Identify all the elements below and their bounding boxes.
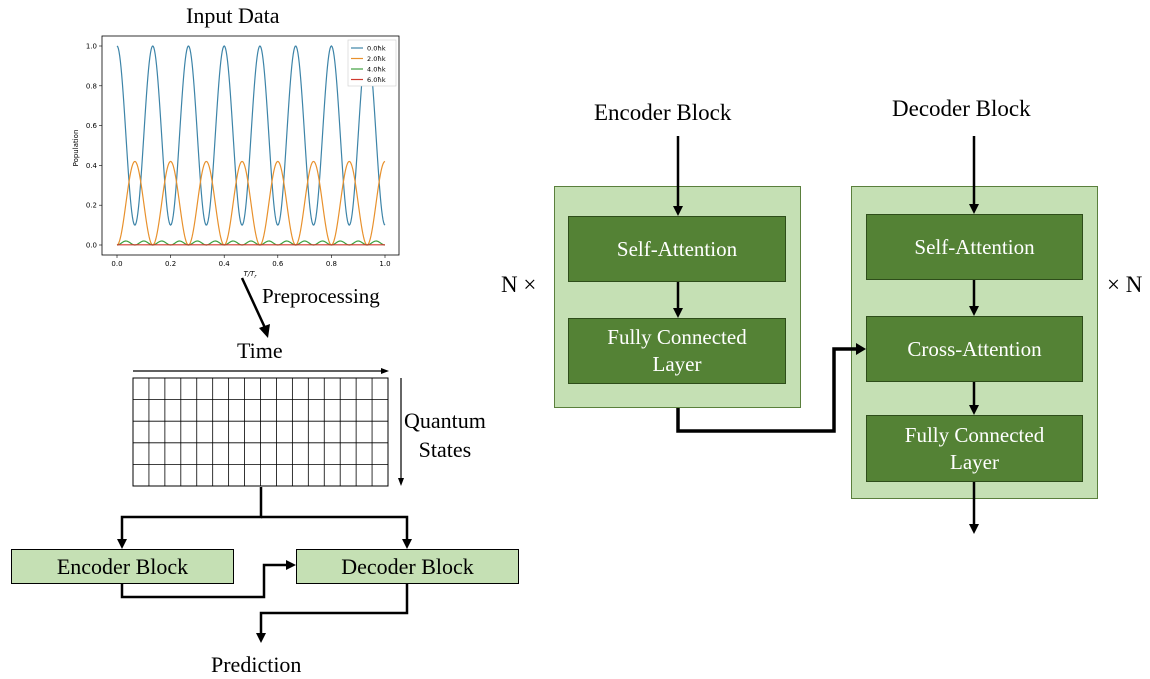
x-tick-label: 0.2: [165, 260, 176, 268]
y-tick-label: 1.0: [86, 43, 97, 51]
preprocessing-label: Preprocessing: [262, 284, 380, 308]
x-tick-label: 0.4: [219, 260, 231, 268]
x-tick-label: 1.0: [379, 260, 390, 268]
series-line-2: [116, 240, 386, 246]
input-data-chart: 0.0 0.2 0.4 0.6 0.8 1.0 0.0 0.2 0.4 0.6 0.8 1.0 Pop…: [72, 35, 400, 280]
left-encoder-block: Encoder Block: [11, 549, 234, 584]
decoder-fully-connected: Fully Connected Layer: [866, 415, 1083, 482]
decoder-fc-label: Fully Connected Layer: [904, 422, 1045, 474]
x-tick-label: 0.0: [111, 260, 122, 268]
x-axis-label: T/Tr: [244, 270, 258, 280]
encoder-self-attention: Self-Attention: [568, 216, 786, 282]
chart-ticks: 0.0 0.2 0.4 0.6 0.8 1.0 0.0 0.2 0.4 0.6 0.8 1.0: [86, 43, 391, 269]
decoder-title: Decoder Block: [892, 96, 1031, 121]
data-grid-area: [132, 368, 404, 487]
y-tick-label: 0.8: [86, 82, 97, 90]
y-tick-label: 0.4: [86, 162, 98, 170]
right-flow-connectors: [673, 136, 979, 534]
decoder-self-attention: Self-Attention: [866, 214, 1083, 280]
y-tick-label: 0.6: [86, 122, 98, 130]
time-label: Time: [237, 338, 283, 363]
y-tick-label: 0.0: [86, 242, 97, 250]
decoder-cross-attention: Cross-Attention: [866, 316, 1083, 382]
encoder-fc-label: Fully Connected Layer: [607, 325, 747, 376]
encoder-repeat-label: N ×: [501, 272, 537, 297]
input-data-title: Input Data: [186, 3, 280, 28]
legend-label: 6.0ħk: [367, 76, 386, 84]
x-tick-label: 0.8: [326, 260, 337, 268]
quantum-states-label: Quantum States: [404, 406, 486, 464]
data-grid: [132, 377, 389, 487]
chart-lines: [116, 45, 386, 246]
x-tick-label: 0.6: [272, 260, 284, 268]
legend-label: 2.0ħk: [367, 55, 386, 63]
legend-label: 0.0ħk: [367, 44, 386, 52]
legend-label: 4.0ħk: [367, 65, 386, 73]
series-line-0: [116, 45, 386, 226]
states-label: States: [418, 437, 472, 462]
quantum-label: Quantum: [404, 408, 486, 433]
preprocessing-arrow: [240, 277, 270, 338]
left-flow-connectors: [117, 487, 412, 643]
chart-legend: 0.0ħk 2.0ħk 4.0ħk 6.0ħk: [347, 39, 397, 87]
y-tick-label: 0.2: [86, 202, 97, 210]
prediction-label: Prediction: [211, 652, 302, 677]
encoder-fully-connected: Fully Connected Layer: [568, 318, 786, 384]
y-axis-label: Population: [72, 130, 80, 167]
decoder-repeat-label: × N: [1107, 272, 1143, 297]
left-decoder-block: Decoder Block: [296, 549, 519, 584]
series-line-1: [116, 160, 386, 246]
encoder-title: Encoder Block: [594, 100, 732, 125]
